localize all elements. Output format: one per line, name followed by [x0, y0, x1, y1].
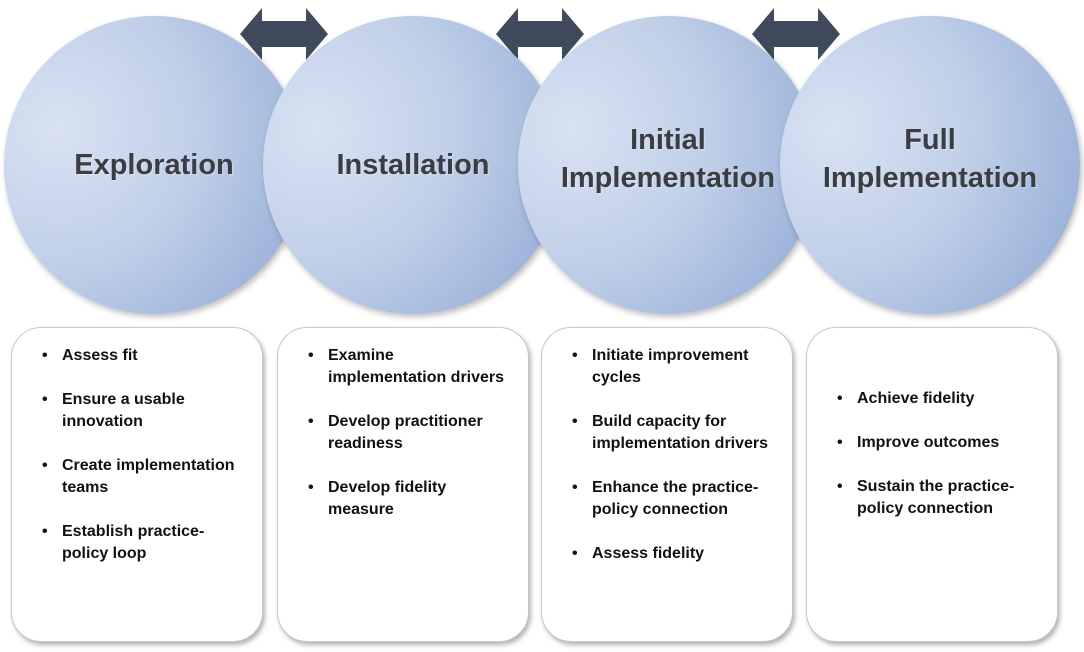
- double-arrow-icon: [752, 8, 840, 60]
- stage-title: Full Implementation: [822, 124, 1038, 194]
- list-item: Create implementation teams: [32, 455, 248, 499]
- list-item: Assess fit: [32, 345, 248, 367]
- list-item: Improve outcomes: [827, 432, 1043, 454]
- double-arrow-icon: [240, 8, 328, 60]
- double-arrow-icon: [496, 8, 584, 60]
- stage-circle-installation: Installation: [263, 16, 563, 314]
- activity-list: Examine implementation drivers Develop p…: [298, 345, 514, 521]
- stage-title: Exploration: [74, 149, 234, 181]
- list-item: Initiate improvement cycles: [562, 345, 778, 389]
- stage-circle-full-implementation: Full Implementation: [780, 16, 1080, 314]
- stage-circle-initial-implementation: Initial Implementation: [518, 16, 818, 314]
- list-item: Sustain the practice-policy connection: [827, 476, 1043, 520]
- activity-box-full-implementation: Achieve fidelity Improve outcomes Sustai…: [806, 327, 1058, 642]
- list-item: Achieve fidelity: [827, 388, 1043, 410]
- stage-circle-exploration: Exploration: [4, 16, 304, 314]
- list-item: Build capacity for implementation driver…: [562, 411, 778, 455]
- activity-box-initial-implementation: Initiate improvement cycles Build capaci…: [541, 327, 793, 642]
- list-item: Ensure a usable innovation: [32, 389, 248, 433]
- activity-box-installation: Examine implementation drivers Develop p…: [277, 327, 529, 642]
- activity-list: Initiate improvement cycles Build capaci…: [562, 345, 778, 565]
- activity-list: Achieve fidelity Improve outcomes Sustai…: [827, 388, 1043, 542]
- list-item: Develop practitioner readiness: [298, 411, 514, 455]
- list-item: Enhance the practice-policy connection: [562, 477, 778, 521]
- activity-box-exploration: Assess fit Ensure a usable innovation Cr…: [11, 327, 263, 642]
- list-item: Establish practice-policy loop: [32, 521, 248, 565]
- stage-title: Initial Implementation: [560, 124, 776, 194]
- list-item: Develop fidelity measure: [298, 477, 514, 521]
- list-item: Assess fidelity: [562, 543, 778, 565]
- stage-title: Installation: [336, 149, 490, 181]
- list-item: Examine implementation drivers: [298, 345, 514, 389]
- activity-list: Assess fit Ensure a usable innovation Cr…: [32, 345, 248, 565]
